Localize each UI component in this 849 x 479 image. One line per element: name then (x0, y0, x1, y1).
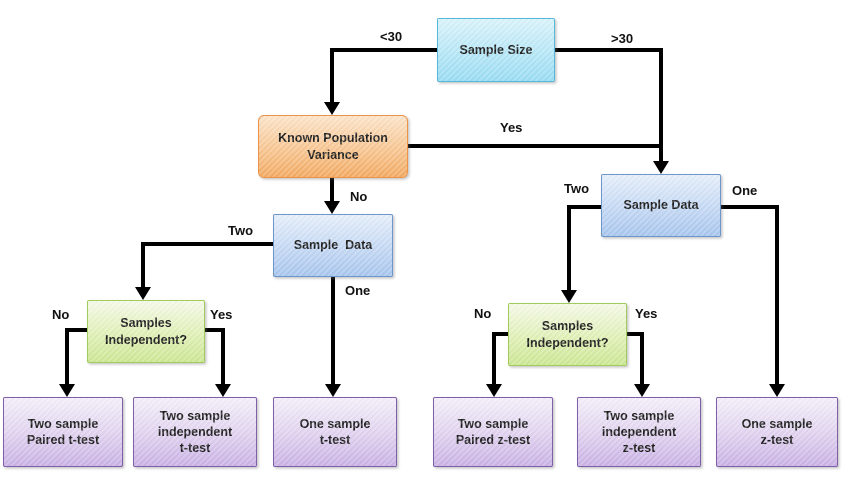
edge-yes-top-horizontal-line (408, 144, 663, 148)
node-label: Two sample Paired z-test (455, 416, 531, 447)
edge-label-yes-right: Yes (635, 306, 658, 321)
node-samples-independent-left: Samples Independent? (87, 300, 205, 363)
node-label: Samples Independent? (105, 316, 187, 347)
edge-gt30-vertical-line (659, 48, 663, 162)
edge-two-right-horizontal-line (567, 205, 601, 209)
edge-label-one-right: One (732, 183, 758, 198)
arrow-down-icon (634, 384, 650, 397)
edge-label-two-left: Two (228, 223, 254, 238)
node-two-sample-paired-t-test: Two sample Paired t-test (3, 397, 123, 467)
node-sample-data-left: Sample Data (273, 214, 393, 277)
node-label: One sample t-test (299, 416, 371, 447)
edge-no-right-horizontal-line (492, 332, 508, 336)
edge-one-right-vertical-line (775, 205, 779, 384)
edge-label-yes-top: Yes (500, 120, 523, 135)
node-label: One sample z-test (741, 416, 813, 447)
node-label: Two sample Paired t-test (26, 416, 100, 447)
arrow-down-icon (325, 384, 341, 397)
node-label: Two sample independent t-test (157, 408, 233, 456)
edge-lt30-vertical-line (330, 48, 334, 103)
node-samples-independent-right: Samples Independent? (508, 303, 627, 366)
edge-one-left-vertical-line (331, 277, 335, 384)
arrow-down-icon (324, 201, 340, 214)
node-two-sample-independent-t-test: Two sample independent t-test (133, 397, 257, 467)
node-label: Known Population Variance (278, 131, 388, 162)
edge-two-left-vertical-line (141, 242, 145, 288)
node-one-sample-z-test: One sample z-test (716, 397, 838, 467)
arrow-down-icon (215, 384, 231, 397)
arrow-down-icon (324, 102, 340, 115)
arrow-down-icon (561, 290, 577, 303)
node-label: Two sample independent z-test (601, 408, 677, 456)
edge-no-right-vertical-line (492, 332, 496, 384)
node-label: Sample Data (293, 238, 373, 253)
node-label: Sample Data (623, 198, 699, 213)
edge-label-one-left: One (345, 283, 371, 298)
edge-gt30-horizontal-line (555, 48, 663, 52)
edge-label-gt30: >30 (611, 31, 634, 46)
node-sample-size: Sample Size (437, 18, 555, 82)
edge-lt30-horizontal-line (330, 48, 437, 52)
edge-yes-left-vertical-line (221, 328, 225, 384)
edge-two-left-horizontal-line (141, 242, 273, 246)
edge-label-no-left: No (52, 307, 70, 322)
edge-label-no-kpv: No (350, 189, 368, 204)
arrow-down-icon (486, 384, 502, 397)
edge-label-no-right: No (474, 306, 492, 321)
arrow-down-icon (653, 161, 669, 174)
arrow-down-icon (135, 287, 151, 300)
node-known-population-variance: Known Population Variance (258, 115, 408, 178)
node-label: Sample Size (459, 42, 533, 57)
node-two-sample-paired-z-test: Two sample Paired z-test (433, 397, 553, 467)
edge-yes-left-horizontal-line (205, 328, 225, 332)
edge-yes-right-vertical-line (640, 332, 644, 384)
node-label: Samples Independent? (526, 319, 609, 350)
arrow-down-icon (59, 384, 75, 397)
node-two-sample-independent-z-test: Two sample independent z-test (577, 397, 701, 467)
node-one-sample-t-test: One sample t-test (273, 397, 397, 467)
edge-no-kpv-vertical-line (330, 178, 334, 202)
edge-label-lt30: <30 (380, 29, 403, 44)
edge-label-yes-left: Yes (210, 307, 233, 322)
edge-two-right-vertical-line (567, 205, 571, 290)
arrow-down-icon (769, 384, 785, 397)
edge-label-two-right: Two (564, 181, 590, 196)
edge-no-left-horizontal-line (65, 328, 87, 332)
node-sample-data-right: Sample Data (601, 174, 721, 237)
edge-no-left-vertical-line (65, 328, 69, 384)
edge-yes-right-horizontal-line (627, 332, 644, 336)
edge-one-right-horizontal-line (721, 205, 779, 209)
